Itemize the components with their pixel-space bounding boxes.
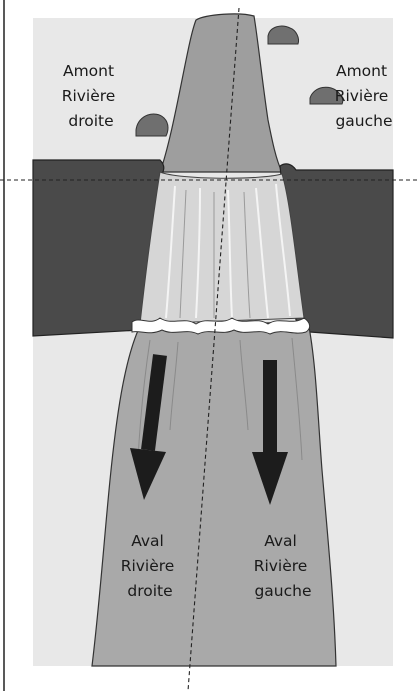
downstream-river: [92, 322, 336, 666]
label-upstream-left: Amont Rivière gauche: [335, 62, 394, 130]
label-upstream-right: Amont Rivière droite: [62, 62, 121, 130]
waterfall: [140, 172, 304, 324]
